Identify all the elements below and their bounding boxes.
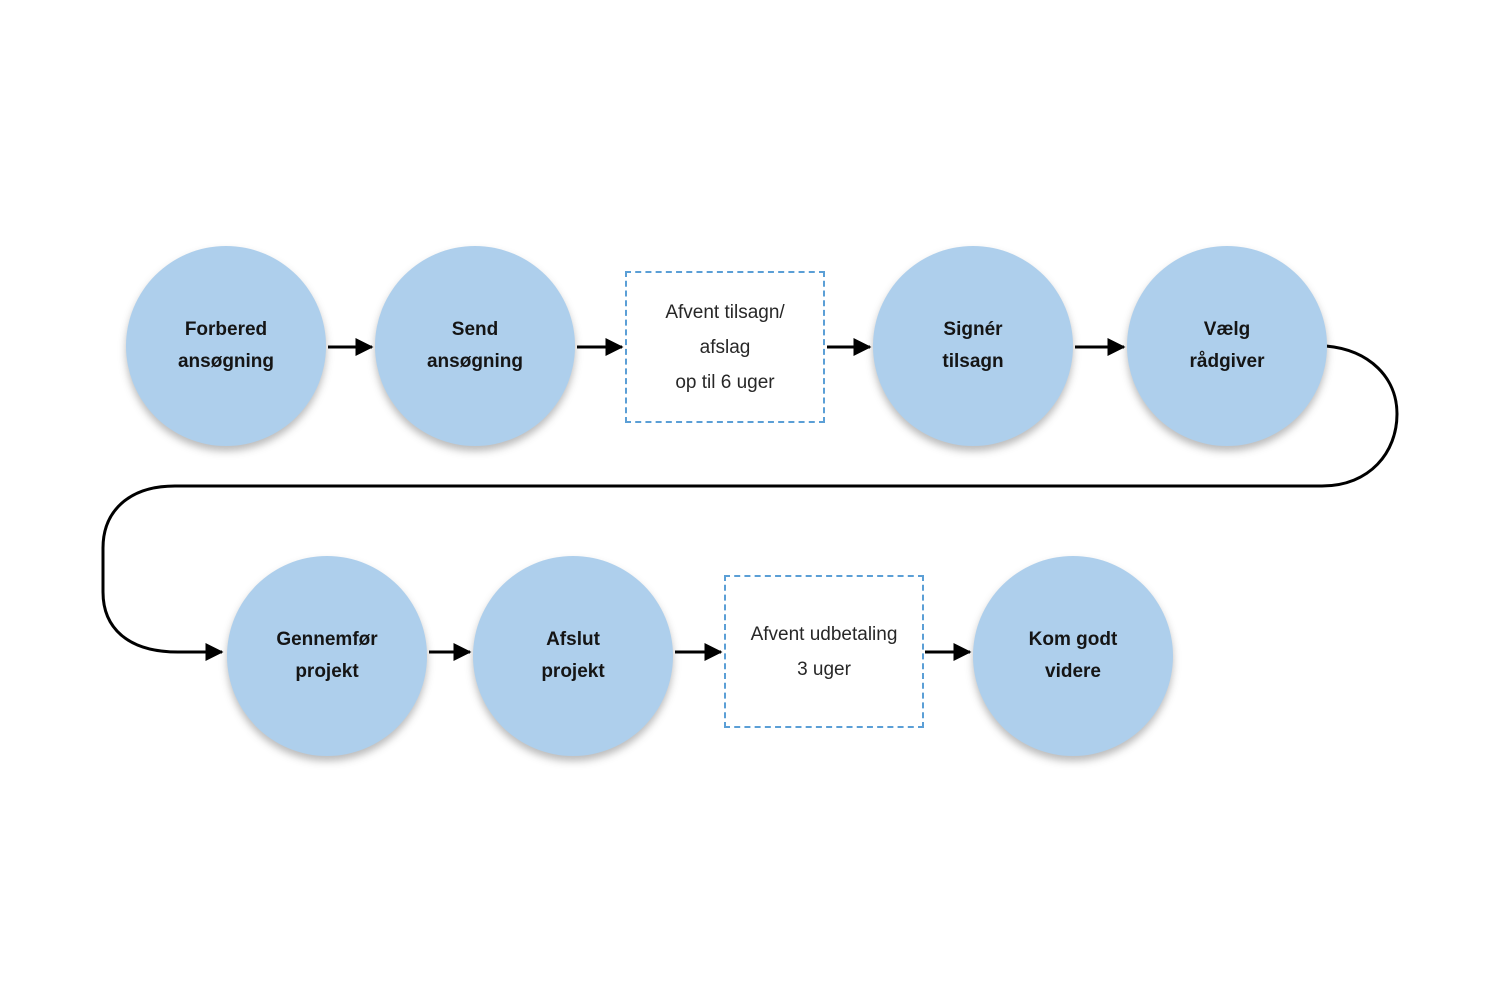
label-line: ansøgning xyxy=(177,351,275,372)
label-line: tilsagn xyxy=(942,351,1004,372)
label-line: Kom godt xyxy=(1028,629,1118,650)
node-label: Send ansøgning xyxy=(427,314,523,378)
node-gennemfoer-projekt: Gennemfør projekt xyxy=(227,556,427,756)
label-line: Afvent tilsagn/ xyxy=(665,301,785,323)
node-send-ansoegning: Send ansøgning xyxy=(375,246,575,446)
label-line: ansøgning xyxy=(426,351,524,372)
node-label: Afvent udbetaling 3 uger xyxy=(751,617,898,687)
node-afvent-tilsagn: Afvent tilsagn/ afslag op til 6 uger xyxy=(625,271,825,423)
label-line: Afvent udbetaling xyxy=(750,623,898,645)
node-label: Afvent tilsagn/ afslag op til 6 uger xyxy=(665,295,784,400)
node-label: Forbered ansøgning xyxy=(178,314,274,378)
node-signer-tilsagn: Signér tilsagn xyxy=(873,246,1073,446)
label-line: Gennemfør xyxy=(276,629,378,650)
label-line: Send xyxy=(451,319,499,340)
label-line: videre xyxy=(1045,661,1101,682)
label-line: Afslut xyxy=(546,629,600,650)
label-line: Vælg xyxy=(1203,319,1251,340)
node-afslut-projekt: Afslut projekt xyxy=(473,556,673,756)
node-label: Vælg rådgiver xyxy=(1190,314,1265,378)
label-line: 3 uger xyxy=(797,658,851,680)
node-kom-godt-videre: Kom godt videre xyxy=(973,556,1173,756)
label-line: projekt xyxy=(541,661,605,682)
node-forbered-ansoegning: Forbered ansøgning xyxy=(126,246,326,446)
node-label: Afslut projekt xyxy=(541,624,604,688)
node-label: Kom godt videre xyxy=(1029,624,1118,688)
label-line: projekt xyxy=(295,661,359,682)
label-line: rådgiver xyxy=(1189,351,1265,372)
label-line: afslag xyxy=(699,336,751,358)
node-afvent-udbetaling: Afvent udbetaling 3 uger xyxy=(724,575,924,728)
node-label: Signér tilsagn xyxy=(942,314,1003,378)
node-label: Gennemfør projekt xyxy=(276,624,377,688)
label-line: Forbered xyxy=(184,319,268,340)
label-line: op til 6 uger xyxy=(675,371,775,393)
label-line: Signér xyxy=(943,319,1003,340)
node-vaelg-raadgiver: Vælg rådgiver xyxy=(1127,246,1327,446)
